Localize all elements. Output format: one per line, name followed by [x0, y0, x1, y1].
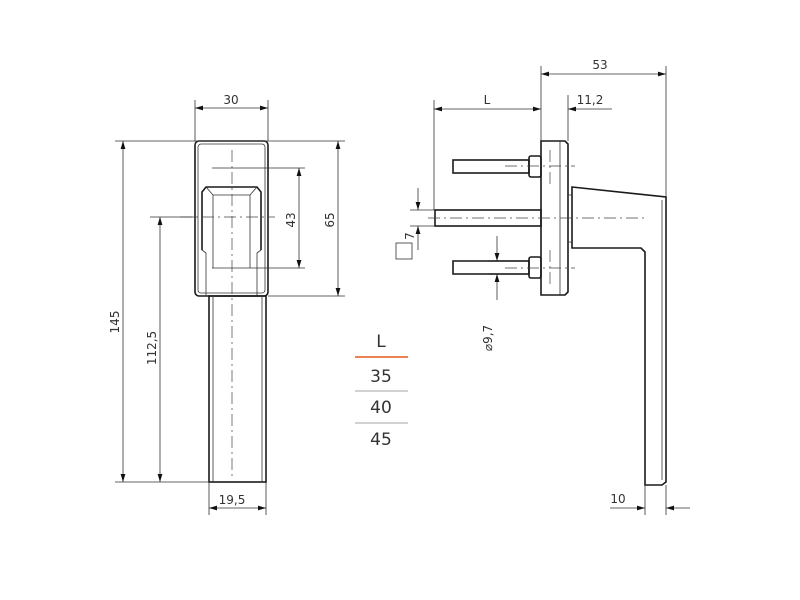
table-row: 40	[370, 398, 392, 418]
dim-112-5: 112,5	[145, 331, 159, 365]
dim-53: 53	[592, 58, 607, 72]
dim-65: 65	[323, 212, 337, 227]
dim-43: 43	[284, 212, 298, 227]
length-table: L 35 40 45	[355, 332, 408, 450]
table-header: L	[376, 332, 386, 352]
dim-diameter-9-7: ⌀9,7	[481, 325, 495, 351]
dim-30: 30	[223, 93, 238, 107]
handle-neck	[201, 186, 262, 250]
square-symbol-icon	[395, 242, 413, 260]
front-view: 30 145 112,5 43 65 19,5	[108, 93, 345, 515]
dim-11-2: 11,2	[577, 93, 604, 107]
dim-7: 7	[403, 232, 417, 240]
dim-19-5: 19,5	[219, 493, 246, 507]
rosette-side	[540, 140, 569, 296]
dim-145: 145	[108, 311, 122, 334]
screw-bottom	[452, 260, 530, 275]
lever	[571, 186, 667, 486]
table-row: 45	[370, 430, 392, 450]
dim-L: L	[484, 93, 491, 107]
handle-shaft	[208, 295, 267, 483]
screw-top	[452, 159, 530, 174]
table-row: 35	[370, 367, 392, 387]
dim-10: 10	[610, 492, 625, 506]
side-view: 53 L 11,2 7 ⌀9,7 10	[395, 58, 690, 515]
